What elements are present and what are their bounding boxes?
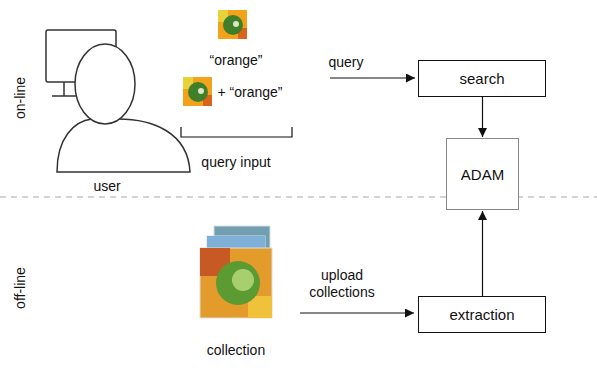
process-box: ADAM bbox=[446, 138, 519, 210]
bracket bbox=[181, 127, 292, 137]
process-box: search bbox=[418, 60, 546, 97]
process-box: extraction bbox=[418, 296, 546, 333]
user-body bbox=[57, 119, 190, 172]
query-image bbox=[183, 77, 212, 106]
box-label: ADAM bbox=[461, 166, 504, 183]
box-label: extraction bbox=[449, 306, 514, 323]
text-label: + “orange” bbox=[218, 84, 283, 101]
text-label: query input bbox=[201, 154, 270, 171]
image-ground bbox=[218, 10, 247, 39]
text-label: query bbox=[328, 54, 363, 71]
lime bbox=[216, 261, 260, 305]
collection-stack bbox=[200, 226, 272, 318]
text-label: upload collections bbox=[296, 267, 388, 301]
user-icon bbox=[46, 30, 190, 172]
text-label: collection bbox=[207, 342, 265, 359]
monitor-stand bbox=[63, 82, 65, 96]
image-ground bbox=[183, 77, 212, 106]
text-label: off-line bbox=[12, 267, 29, 309]
upload-arrow bbox=[300, 312, 414, 313]
lime bbox=[223, 15, 243, 35]
query-arrow bbox=[330, 77, 415, 78]
connector-arrow bbox=[482, 211, 483, 296]
query-image bbox=[218, 10, 247, 39]
lime-spot bbox=[233, 21, 239, 27]
photo bbox=[200, 248, 272, 318]
text-label: “orange” bbox=[210, 52, 263, 69]
lime-spot bbox=[232, 269, 254, 291]
lime bbox=[188, 82, 208, 102]
lime-spot bbox=[198, 88, 204, 94]
text-label: user bbox=[93, 178, 120, 195]
text-label: on-line bbox=[12, 77, 29, 119]
box-label: search bbox=[459, 70, 504, 87]
user-head bbox=[75, 44, 135, 124]
connector-arrow bbox=[482, 97, 483, 137]
